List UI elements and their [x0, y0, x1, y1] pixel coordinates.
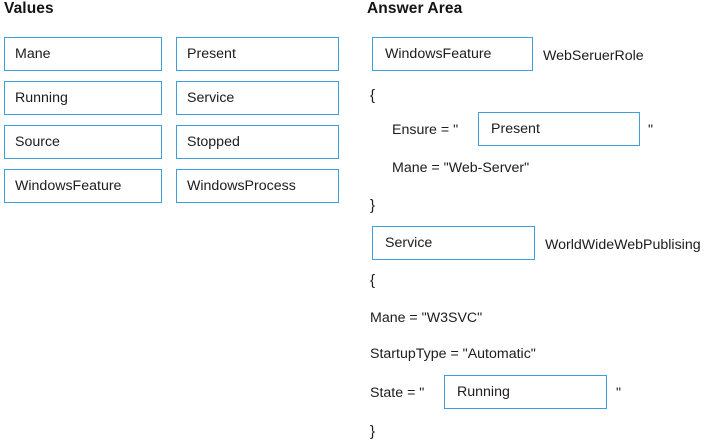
dropzone-value: Present — [491, 121, 540, 137]
dropzone-resource-type-1[interactable]: WindowsFeature — [372, 37, 533, 71]
open-brace-1: { — [370, 87, 376, 104]
resource-instance-name-1: WebSeruerRole — [543, 48, 644, 64]
value-tile-source[interactable]: Source — [4, 125, 162, 159]
value-tile-mane[interactable]: Mane — [4, 37, 162, 71]
name-property-line-1: Mane = "Web-Server" — [392, 160, 530, 176]
value-tile-label: Mane — [15, 46, 51, 62]
resource-instance-name-2: WorldWideWebPublising — [545, 237, 701, 253]
value-tile-label: WindowsProcess — [187, 178, 296, 194]
dropzone-state-value[interactable]: Running — [444, 375, 607, 409]
dropzone-value: Running — [457, 384, 510, 400]
value-tile-present[interactable]: Present — [176, 37, 339, 71]
value-tile-running[interactable]: Running — [4, 81, 162, 115]
dropzone-value: WindowsFeature — [385, 46, 492, 62]
answer-area-heading: Answer Area — [367, 0, 463, 17]
value-tile-label: Running — [15, 90, 68, 106]
values-heading: Values — [4, 0, 54, 17]
ensure-property-label: Ensure = " — [392, 122, 459, 138]
value-tile-label: Source — [15, 134, 60, 150]
value-tile-windowsprocess[interactable]: WindowsProcess — [176, 169, 339, 203]
name-property-line-2: Mane = "W3SVC" — [370, 310, 483, 326]
value-tile-label: Present — [187, 46, 236, 62]
dropzone-value: Service — [385, 235, 433, 251]
state-closing-quote: " — [616, 385, 622, 401]
value-tile-label: WindowsFeature — [15, 178, 122, 194]
value-tile-service[interactable]: Service — [176, 81, 339, 115]
close-brace-1: } — [370, 197, 376, 214]
ensure-closing-quote: " — [648, 122, 654, 138]
value-tile-windowsfeature[interactable]: WindowsFeature — [4, 169, 162, 203]
value-tile-stopped[interactable]: Stopped — [176, 125, 339, 159]
dropzone-ensure-value[interactable]: Present — [478, 112, 640, 146]
state-property-label: State = " — [370, 385, 425, 401]
value-tile-label: Stopped — [187, 134, 240, 150]
dropzone-resource-type-2[interactable]: Service — [372, 226, 535, 260]
open-brace-2: { — [370, 272, 376, 289]
close-brace-2: } — [370, 423, 376, 440]
value-tile-label: Service — [187, 90, 235, 106]
startuptype-property-line: StartupType = "Automatic" — [370, 346, 536, 362]
